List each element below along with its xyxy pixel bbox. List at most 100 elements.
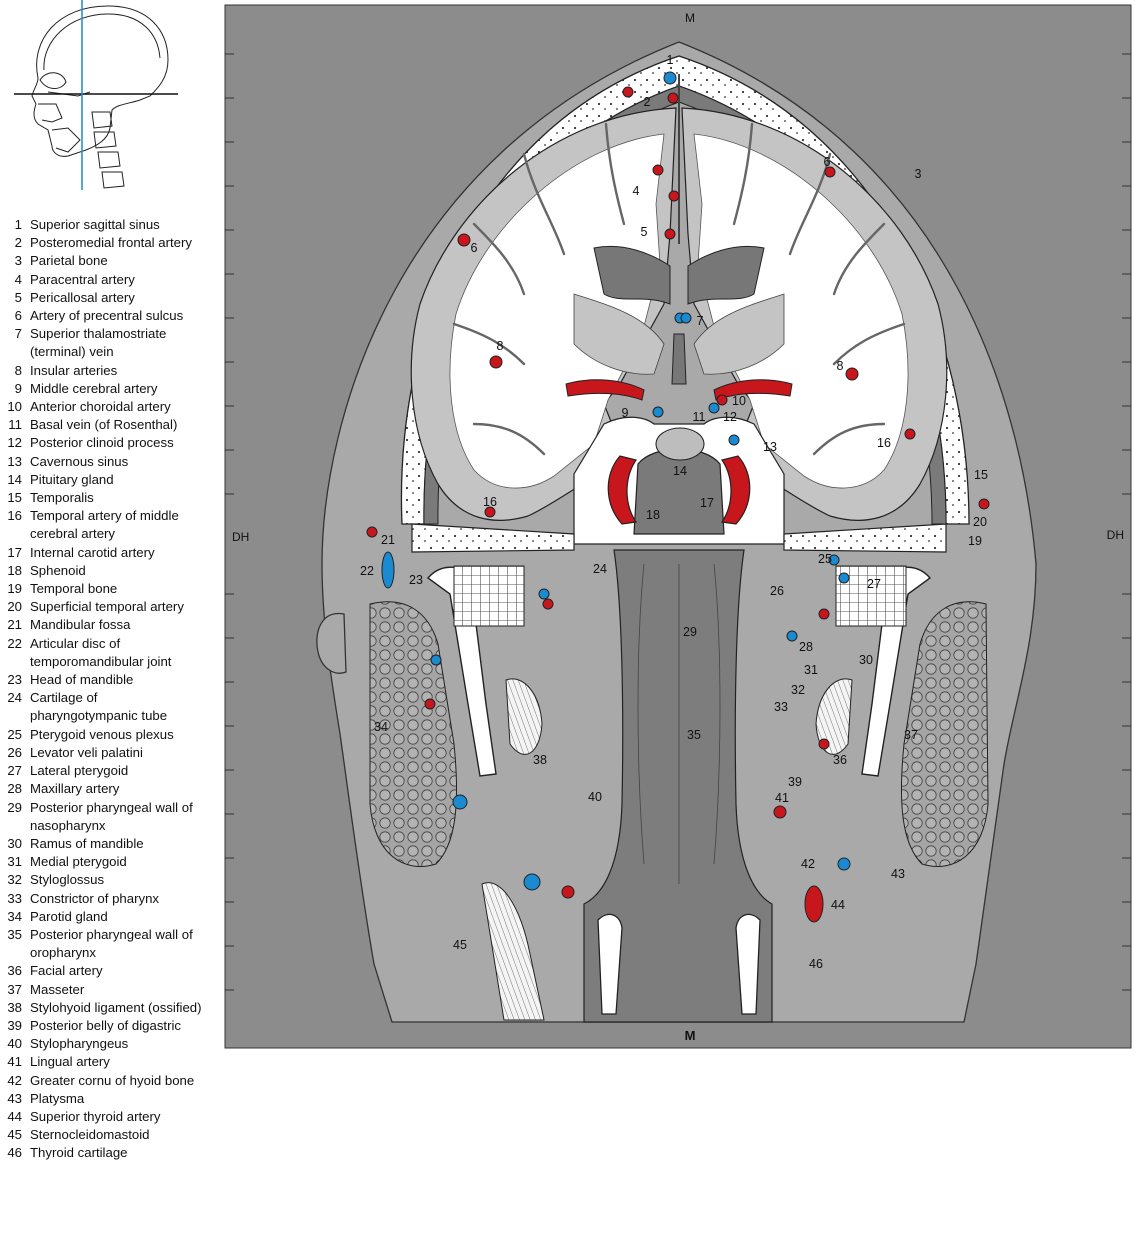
legend-number: 28 bbox=[7, 781, 22, 797]
vessel-artery bbox=[845, 367, 859, 381]
thyroid-cartilage-right bbox=[735, 913, 761, 1015]
callout-5: 5 bbox=[641, 225, 648, 239]
vessel-artery bbox=[668, 190, 680, 202]
legend-number: 19 bbox=[7, 581, 22, 597]
legend-number: 44 bbox=[7, 1108, 22, 1124]
marker-left: DH bbox=[232, 530, 249, 544]
callout-1: 1 bbox=[667, 53, 674, 67]
legend-number: 1 bbox=[14, 217, 22, 232]
callout-24: 24 bbox=[593, 562, 607, 576]
legend-number: 10 bbox=[7, 399, 22, 415]
thyroid-cartilage-left bbox=[597, 913, 623, 1015]
legend-number: 3 bbox=[14, 253, 22, 269]
legend-text: Posterior pharyngeal wall of oropharynx bbox=[30, 926, 193, 961]
vessel-artery bbox=[484, 506, 496, 518]
superior-thyroid-artery bbox=[804, 885, 824, 923]
ear bbox=[316, 613, 347, 674]
callout-40: 40 bbox=[588, 790, 602, 804]
vessel-vein bbox=[523, 873, 541, 891]
vessel-artery bbox=[561, 885, 575, 899]
vessel-artery bbox=[716, 394, 728, 406]
legend-text: Lateral pterygoid bbox=[30, 763, 129, 779]
legend-item: 12 Posterior clinoid process bbox=[0, 434, 208, 452]
legend-text: Parietal bone bbox=[30, 253, 108, 269]
callout-29: 29 bbox=[683, 625, 697, 639]
vessel-artery bbox=[824, 166, 836, 178]
legend-text: Cavernous sinus bbox=[30, 453, 129, 469]
legend-text: Posterior clinoid process bbox=[30, 435, 174, 451]
vessel-artery bbox=[978, 498, 990, 510]
legend-number: 39 bbox=[7, 1017, 22, 1033]
vessel-artery bbox=[457, 233, 471, 247]
superior-sagittal-sinus bbox=[663, 71, 677, 85]
legend-number: 21 bbox=[7, 617, 22, 633]
callout-12: 12 bbox=[723, 410, 737, 424]
legend-text: Medial pterygoid bbox=[30, 854, 127, 870]
legend-number: 12 bbox=[7, 435, 22, 451]
callout-27: 27 bbox=[867, 577, 881, 591]
skull-outline bbox=[31, 5, 169, 157]
callout-38: 38 bbox=[533, 753, 547, 767]
legend-number: 5 bbox=[14, 289, 22, 305]
legend-number: 17 bbox=[7, 544, 22, 560]
vessel-vein bbox=[837, 857, 851, 871]
legend-text: Posterior belly of digastric bbox=[30, 1017, 181, 1033]
callout-30: 30 bbox=[859, 653, 873, 667]
callout-43: 43 bbox=[891, 867, 905, 881]
legend-number: 25 bbox=[7, 726, 22, 742]
legend-text: Greater cornu of hyoid bone bbox=[30, 1072, 195, 1088]
legend-number: 36 bbox=[7, 963, 22, 979]
vessel-vein bbox=[652, 406, 664, 418]
internal-carotid-right bbox=[720, 455, 751, 525]
callout-17: 17 bbox=[700, 496, 714, 510]
vessel-vein bbox=[828, 554, 840, 566]
pituitary-gland bbox=[655, 427, 705, 461]
callout-37: 37 bbox=[904, 728, 918, 742]
legend-number: 42 bbox=[7, 1072, 22, 1088]
vessel-artery bbox=[652, 164, 664, 176]
skull-base bbox=[411, 523, 947, 553]
callout-9: 9 bbox=[622, 406, 629, 420]
legend-text: Paracentral artery bbox=[30, 271, 135, 287]
pharynx-folds bbox=[637, 563, 721, 884]
legend-number: 22 bbox=[7, 635, 22, 651]
legend-number: 37 bbox=[7, 981, 22, 997]
legend-number: 9 bbox=[14, 380, 22, 396]
callout-28: 28 bbox=[799, 640, 813, 654]
orientation-skull-sketch bbox=[14, 0, 178, 190]
legend-text: Head of mandible bbox=[30, 672, 134, 688]
vessel-artery bbox=[818, 738, 830, 750]
cervical-spine bbox=[91, 111, 125, 189]
lateral-ventricle-left bbox=[593, 245, 671, 305]
callout-20: 20 bbox=[973, 515, 987, 529]
callout-23: 23 bbox=[409, 573, 423, 587]
vessel-artery bbox=[664, 228, 676, 240]
legend-item: 9 Middle cerebral artery bbox=[0, 380, 208, 398]
legend-text: Anterior choroidal artery bbox=[30, 399, 171, 415]
marker-right: DH bbox=[1107, 528, 1124, 542]
legend-text: Superior thalamostriate (terminal) vein bbox=[30, 326, 167, 360]
legend-text: Platysma bbox=[30, 1090, 85, 1106]
legend-text: Middle cerebral artery bbox=[30, 380, 158, 396]
marker-bottom: M bbox=[685, 1028, 696, 1043]
legend-number: 29 bbox=[7, 799, 22, 815]
